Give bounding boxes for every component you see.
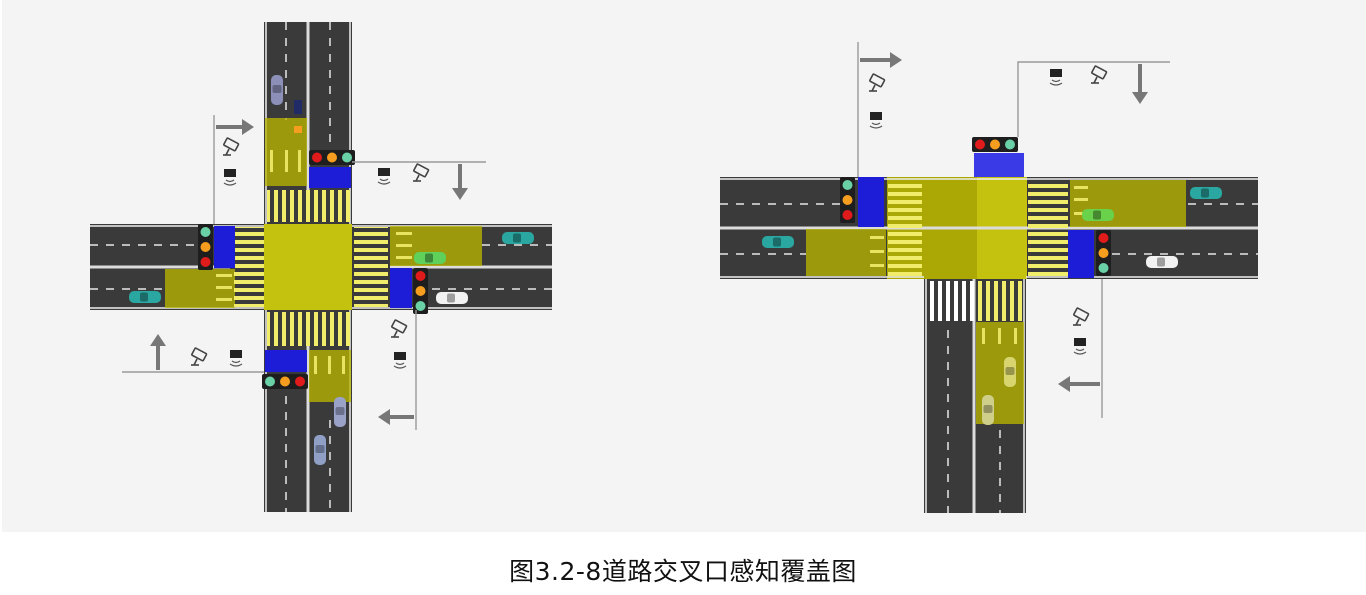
signal-block-east [390,268,412,308]
traffic-light-icon [413,268,428,314]
camera-icon [222,137,240,156]
radar-icon [1049,68,1063,86]
traffic-light-icon [309,150,355,165]
intersection-diagram [90,22,1258,513]
vehicle-icon [502,232,534,244]
vehicle-icon [314,435,326,465]
vehicle-icon [271,75,283,105]
vehicle-icon [1190,187,1222,199]
crosswalk-west [234,227,264,307]
signal-block-west-right [858,177,884,227]
vehicle-icon [1146,256,1178,268]
radar-icon [869,111,883,129]
radar-icon [393,351,407,369]
traffic-light-icon [972,137,1018,152]
crosswalk-south-white [926,281,974,321]
crosswalk-east [354,227,388,307]
vehicle-icon [436,292,468,304]
crosswalk-east-right [1028,180,1068,276]
camera-icon [412,163,430,182]
traffic-light-icon [840,177,855,223]
camera-icon [1072,307,1090,326]
four-way-intersection [90,22,552,512]
vehicle-icon [762,236,794,248]
signal-block-top [974,153,1024,177]
signal-block-west [214,226,235,268]
vehicle-icon [1082,209,1114,221]
radar-icon [223,168,237,186]
vehicle-icon [982,395,994,425]
t-intersection [720,42,1258,513]
intersection-center [264,224,352,310]
signal-block-south [265,350,307,372]
crosswalk-north [267,190,351,222]
crosswalk-south [267,312,351,346]
radar-icon [229,349,243,367]
camera-icon [1090,65,1108,84]
vehicle-icon [129,291,161,303]
traffic-light-icon [198,224,213,270]
figure-caption: 图3.2-8道路交叉口感知覆盖图 [509,557,857,586]
camera-icon [190,347,208,366]
signal-block-east-right [1068,230,1094,278]
vehicle-icon [334,397,346,427]
vehicle-icon [414,252,446,264]
camera-icon [868,73,886,92]
traffic-light-icon [1096,230,1111,276]
crosswalk-south-yellow [976,281,1024,321]
traffic-light-icon [262,374,308,389]
camera-icon [390,319,408,338]
signal-block-north [309,167,351,188]
radar-icon [1073,337,1087,355]
vehicle-icon [1004,357,1016,387]
radar-icon [377,167,391,185]
figure-panel [2,0,1366,532]
crosswalk-west-right [888,180,922,276]
